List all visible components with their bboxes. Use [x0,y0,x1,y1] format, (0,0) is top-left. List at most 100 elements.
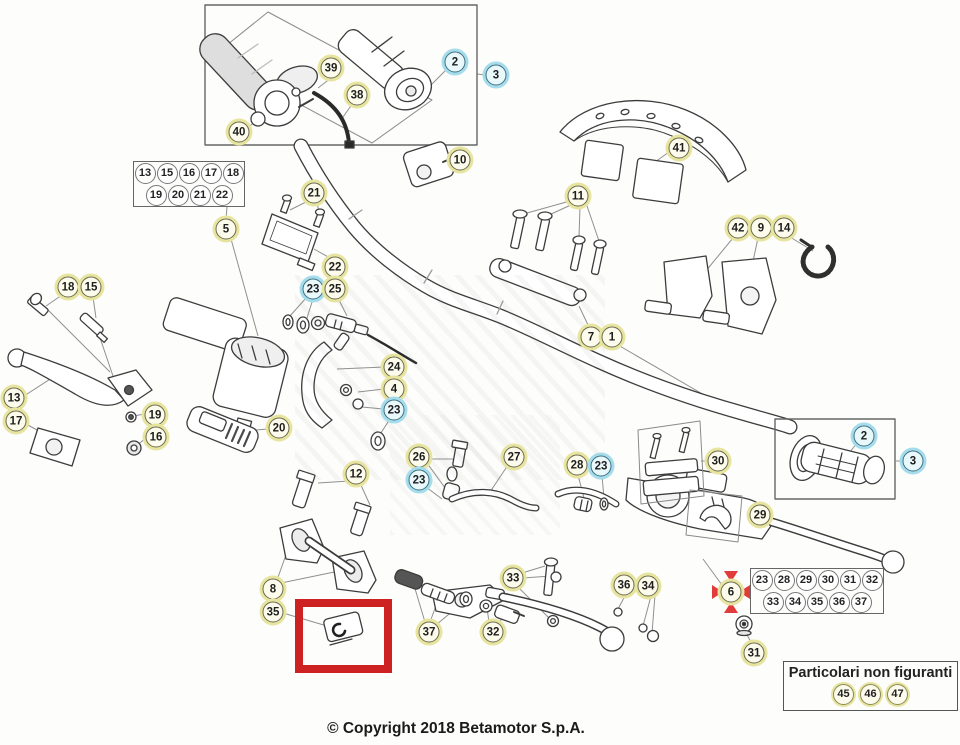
callout-18[interactable]: 18 [57,276,79,298]
missing-parts-box: Particolari non figuranti 45 46 47 [783,661,958,711]
highlight-box-part-35 [295,599,392,673]
legend-number-36: 36 [828,591,850,613]
callout-19[interactable]: 19 [144,404,166,426]
callout-36[interactable]: 36 [613,574,635,596]
callout-7[interactable]: 7 [580,326,602,348]
throttle-tube [337,29,432,111]
callout-23[interactable]: 23 [302,278,324,300]
cable-adjuster-23-25 [282,313,418,365]
legend-number-22: 22 [211,184,233,206]
callout-3[interactable]: 3 [902,450,924,472]
throttle-cable [312,91,355,149]
callout-41[interactable]: 41 [668,137,690,159]
callout-15[interactable]: 15 [80,276,102,298]
coil-spring-14 [799,238,837,279]
legend-number-32: 32 [861,569,883,591]
callout-33[interactable]: 33 [502,567,524,589]
callout-32[interactable]: 32 [482,621,504,643]
callout-1[interactable]: 1 [601,326,623,348]
callout-26[interactable]: 26 [408,446,430,468]
throttle-housing [250,65,319,127]
callout-23[interactable]: 23 [383,399,405,421]
callout-34[interactable]: 34 [637,575,659,597]
legend-number-16: 16 [178,162,200,184]
legend-number-30: 30 [817,569,839,591]
legend-number-37: 37 [850,591,872,613]
callout-8[interactable]: 8 [262,578,284,600]
callout-25[interactable]: 25 [324,278,346,300]
bracket-21-22 [261,194,326,272]
legend-number-46: 46 [860,683,881,705]
callout-39[interactable]: 39 [320,57,342,79]
callout-23[interactable]: 23 [408,469,430,491]
callout-3[interactable]: 3 [485,64,507,86]
callout-12[interactable]: 12 [345,463,367,485]
callout-16[interactable]: 16 [145,426,167,448]
callout-4[interactable]: 4 [383,378,405,400]
switch-10 [402,141,458,188]
nut-31 [735,615,753,637]
callout-35[interactable]: 35 [262,601,284,623]
callout-5[interactable]: 5 [215,218,237,240]
seals-28-23 [573,496,609,513]
legend-number-15: 15 [156,162,178,184]
callout-28[interactable]: 28 [566,454,588,476]
callout-13[interactable]: 13 [3,387,25,409]
callout-9[interactable]: 9 [750,217,772,239]
callout-14[interactable]: 14 [773,217,795,239]
missing-parts-title: Particolari non figuranti [788,665,953,682]
legend-number-23: 23 [751,569,773,591]
crossbar-pad-bracket [559,100,747,205]
clip-35 [323,611,364,646]
callout-24[interactable]: 24 [383,356,405,378]
callout-27[interactable]: 27 [503,446,525,468]
brake-lever-assembly [7,292,289,467]
legend-number-45: 45 [833,683,854,705]
missing-parts-circles: 45 46 47 [830,682,911,707]
bar-risers-8-12 [279,469,377,594]
callout-23[interactable]: 23 [590,455,612,477]
grip-insert-20 [186,406,259,454]
callout-2[interactable]: 2 [853,425,875,447]
legend-number-31: 31 [839,569,861,591]
callout-2[interactable]: 2 [444,51,466,73]
callout-40[interactable]: 40 [228,121,250,143]
handlebar [293,138,798,435]
legend-number-20: 20 [167,184,189,206]
grip-detail-box-right [774,418,896,500]
switch-housings-42-9 [644,255,777,335]
legend-number-35: 35 [806,591,828,613]
callout-29[interactable]: 29 [749,504,771,526]
hoses-27 [448,486,620,512]
legend-number-33: 33 [762,591,784,613]
cable-guide-box-29 [685,489,743,543]
callout-22[interactable]: 22 [324,256,346,278]
callout-38[interactable]: 38 [346,84,368,106]
callout-42[interactable]: 42 [727,217,749,239]
callout-31[interactable]: 31 [743,642,765,664]
callout-37[interactable]: 37 [418,621,440,643]
selection-arrows [712,571,750,613]
legend-number-13: 13 [134,162,156,184]
legend-number-28: 28 [773,569,795,591]
legend-number-17: 17 [200,162,222,184]
callout-11[interactable]: 11 [567,185,589,207]
legend-number-47: 47 [887,683,908,705]
callout-17[interactable]: 17 [5,410,27,432]
callout-21[interactable]: 21 [303,182,325,204]
callout-20[interactable]: 20 [268,417,290,439]
callout-30[interactable]: 30 [707,450,729,472]
copyright-text: © Copyright 2018 Betamotor S.p.A. [327,720,585,737]
callout-10[interactable]: 10 [449,149,471,171]
legend-number-18: 18 [222,162,244,184]
bar-clamp-and-bolts [489,209,607,307]
callout-6[interactable]: 6 [720,581,742,603]
clamp-plates-box-30 [637,420,705,505]
perch-bracket-4-24 [301,332,386,451]
cable-parts-37-32 [394,569,525,624]
